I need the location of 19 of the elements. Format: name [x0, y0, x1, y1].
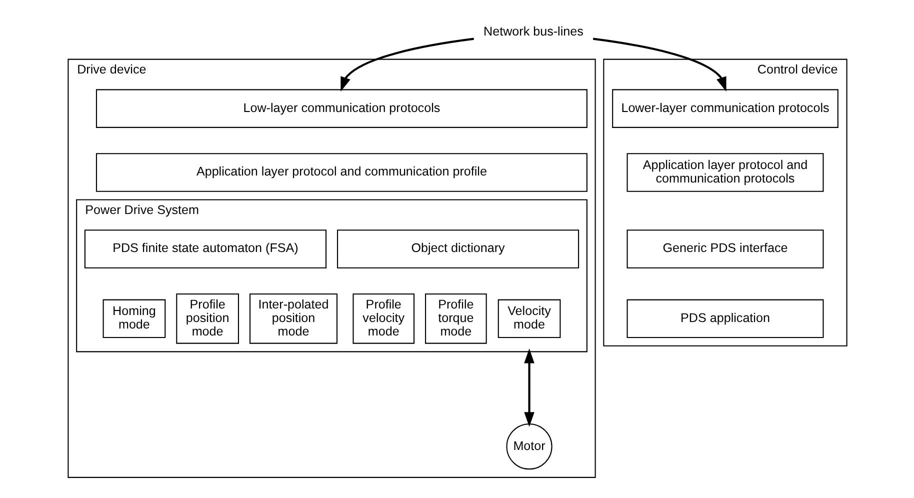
node-box: Object dictionary	[336, 229, 579, 268]
node-box: Profile position mode	[176, 293, 239, 344]
node-box: PDS finite state automaton (FSA)	[84, 229, 326, 268]
node-box: Inter-polated position mode	[248, 293, 338, 344]
arrow	[592, 37, 726, 92]
node-box: Profile torque mode	[424, 293, 486, 344]
node-box: Application layer protocol and communication profile	[95, 152, 587, 192]
node-box: Application layer protocol and communication protocols	[626, 152, 824, 192]
node-box: Homing mode	[102, 298, 166, 338]
node-box: PDS application	[626, 298, 824, 338]
arrow	[524, 348, 534, 426]
arrow	[340, 37, 474, 92]
node-box: Profile velocity mode	[352, 293, 414, 344]
node-text: Network bus-lines	[483, 24, 583, 38]
node-box: Lower-layer communication protocols	[612, 88, 838, 128]
node-circle: Motor	[506, 422, 552, 470]
node-box: Velocity mode	[497, 298, 560, 338]
node-box: Generic PDS interface	[626, 229, 824, 268]
node-box: Low-layer communication protocols	[95, 88, 587, 128]
